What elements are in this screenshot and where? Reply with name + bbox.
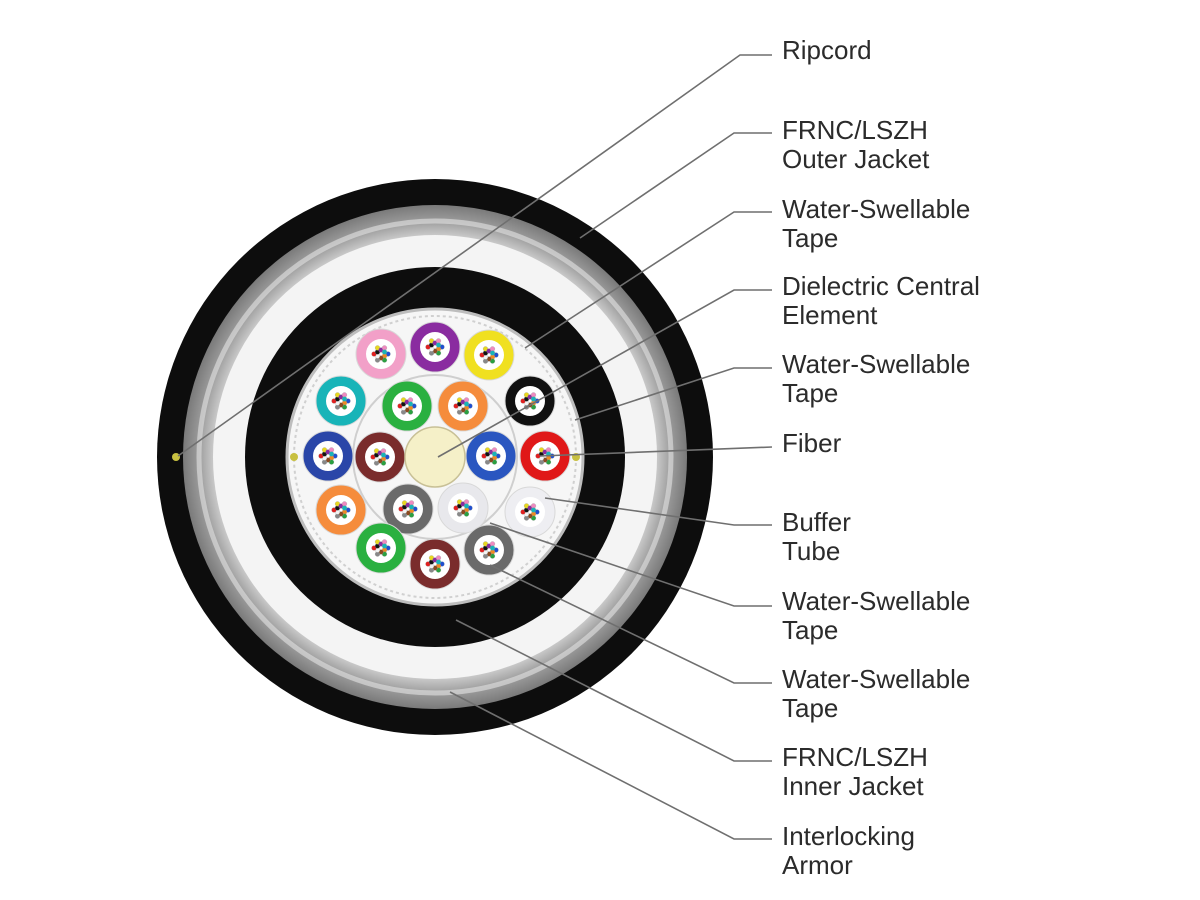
armor-highlight [196, 218, 674, 696]
fiber-strand [491, 451, 498, 457]
buffer-tubes [302, 321, 571, 590]
fiber-strand [328, 451, 335, 457]
buffer-tube-core [366, 339, 396, 369]
fiber-strand [530, 396, 537, 402]
buffer-tube-core [365, 442, 395, 472]
buffer-tube-core [313, 441, 343, 471]
fiber-strand [435, 342, 442, 348]
ripcord-dot [290, 453, 298, 461]
ripcord-dot [172, 453, 180, 461]
buffer-tube-core [474, 340, 504, 370]
leader-ripcord [177, 54, 772, 457]
leader-water-swellable-tape-2 [574, 367, 772, 421]
buffer-tube-core [448, 493, 478, 523]
fiber-strand [407, 401, 414, 407]
leader-water-swellable-tape-4 [489, 564, 772, 684]
buffer-tube-core [326, 386, 356, 416]
buffer-tube-core [515, 497, 545, 527]
buffer-tube-core [476, 441, 506, 471]
leader-outer-jacket [579, 132, 772, 239]
buffer-tube-core [420, 332, 450, 362]
buffer-tube-core [420, 549, 450, 579]
label-ripcord: Ripcord [782, 35, 872, 65]
leader-inner-jacket [455, 619, 772, 762]
fiber-strand [530, 507, 537, 513]
fiber-strand [341, 396, 348, 402]
fiber-strand [341, 505, 348, 511]
leader-lines [177, 54, 773, 840]
fiber-strand [463, 503, 470, 509]
leader-fiber [539, 446, 773, 457]
buffer-tube-core [392, 391, 422, 421]
fiber-strand [408, 504, 415, 510]
buffer-tube-core [326, 495, 356, 525]
fiber-strand [489, 350, 496, 356]
leader-water-swellable-tape-1 [524, 211, 772, 349]
fiber-strand [489, 545, 496, 551]
fiber-strand [381, 543, 388, 549]
label-fiber: Fiber [782, 428, 842, 458]
leader-dielectric-central-element [437, 289, 772, 458]
leader-buffer-tube [544, 497, 772, 526]
fiber-strand [380, 452, 387, 458]
buffer-tube-core [393, 494, 423, 524]
dielectric-central-element [404, 426, 466, 488]
leader-water-swellable-tape-3 [489, 522, 772, 607]
fiber-strand [381, 349, 388, 355]
buffer-tube-core [366, 533, 396, 563]
buffer-tube-core [448, 391, 478, 421]
fiber-strand [435, 559, 442, 565]
fiber-strand [463, 401, 470, 407]
leader-interlocking-armor [449, 691, 772, 840]
buffer-tube-core [474, 535, 504, 565]
